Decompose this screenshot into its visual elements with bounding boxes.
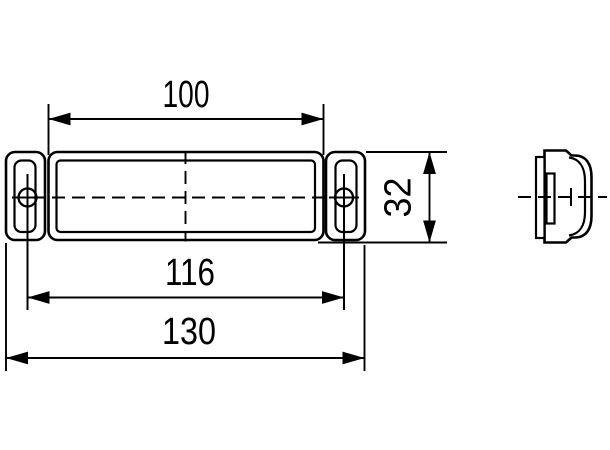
dim116-arrow-left <box>27 291 50 304</box>
dim130-arrow-right <box>342 351 365 365</box>
side-view <box>518 149 607 244</box>
dim130-arrow-left <box>6 351 28 365</box>
dim100-arrow-right <box>301 112 324 126</box>
dim100-label: 100 <box>163 74 210 116</box>
dim130-label: 130 <box>162 311 216 353</box>
dim32-label: 32 <box>378 178 420 218</box>
dimension-hole-spacing: 116 <box>27 252 344 304</box>
front-view <box>4 150 367 310</box>
side-inner-slot <box>545 172 556 225</box>
dimension-height: 32 <box>318 151 447 244</box>
dim116-label: 116 <box>165 252 215 294</box>
dim116-arrow-right <box>322 291 344 304</box>
dim32-arrow-top <box>423 152 436 174</box>
dimension-body-width: 100 <box>47 74 325 155</box>
dimension-overall-width: 130 <box>5 243 366 371</box>
dim100-arrow-left <box>48 112 71 126</box>
dim32-arrow-bottom <box>423 220 436 243</box>
